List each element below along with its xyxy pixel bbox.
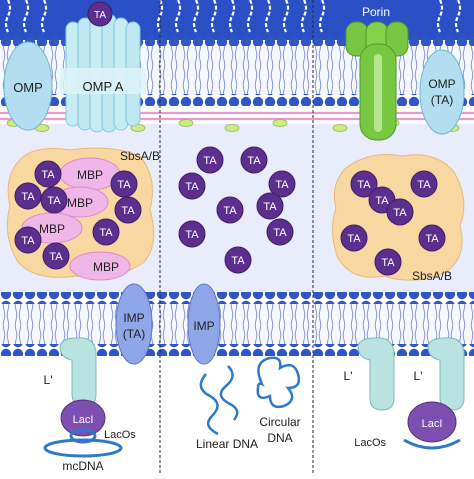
svg-text:TA: TA [231, 255, 245, 267]
lacos-right-label: LacOs [354, 437, 386, 449]
svg-text:TA: TA [41, 169, 55, 181]
ta-particle: TA [240, 146, 268, 174]
ta-particle: TA [410, 170, 438, 198]
svg-text:TA: TA [273, 227, 287, 239]
svg-text:IMP: IMP [193, 319, 214, 333]
svg-text:Circular: Circular [259, 415, 300, 429]
svg-text:TA: TA [47, 195, 61, 207]
ta-middle-panel: TA TA TA TA TA TA TA TA TA [178, 146, 296, 274]
omp-a-label: OMP A [83, 79, 124, 94]
sbsab-left-label: SbsA/B [120, 149, 160, 163]
omp-left: OMP [3, 41, 53, 131]
linear-dna: Linear DNA [196, 365, 258, 451]
ta-particle: TA [386, 198, 414, 226]
svg-text:TA: TA [381, 257, 395, 269]
svg-text:TA: TA [393, 207, 407, 219]
omp-ta-right: OMP (TA) [419, 49, 465, 135]
svg-text:LacOs: LacOs [104, 429, 136, 441]
ta-particle: TA [216, 196, 244, 224]
svg-text:IMP: IMP [123, 311, 144, 325]
svg-text:TA: TA [347, 233, 361, 245]
mbp-label-4: MBP [93, 260, 119, 274]
mcdna: mcDNA [43, 438, 123, 473]
ta-particle: TA [114, 196, 142, 224]
svg-text:TA: TA [203, 155, 217, 167]
ta-particle: TA [40, 186, 68, 214]
ta-left-panel: TA TA TA TA TA TA TA TA [14, 160, 142, 270]
omp-a-barrel: OMP A [60, 13, 146, 133]
svg-text:TA: TA [263, 201, 277, 213]
mbp-label-3: MBP [39, 222, 65, 236]
ta-particle: TA [42, 242, 70, 270]
ta-particle: TA [178, 220, 206, 248]
svg-text:TA: TA [375, 195, 389, 207]
svg-text:(TA): (TA) [431, 93, 453, 107]
svg-text:TA: TA [121, 205, 135, 217]
svg-text:TA: TA [185, 229, 199, 241]
ta-particle: TA [34, 160, 62, 188]
ta-particle: TA [14, 182, 42, 210]
svg-text:L': L' [344, 369, 353, 383]
svg-text:L': L' [414, 369, 423, 383]
porin-label: Porin [362, 5, 390, 19]
svg-text:TA: TA [99, 227, 113, 239]
svg-text:Linear DNA: Linear DNA [196, 437, 258, 451]
ta-particle: TA [196, 146, 224, 174]
imp: IMP [187, 283, 221, 365]
svg-text:TA: TA [21, 235, 35, 247]
ta-particle: TA [256, 192, 284, 220]
svg-text:LacI: LacI [73, 414, 94, 426]
ta-top-omp-a: TA [87, 1, 113, 27]
svg-text:TA: TA [247, 155, 261, 167]
ta-particle: TA [110, 170, 138, 198]
inner-membrane [0, 292, 474, 356]
ta-particle: TA [14, 226, 42, 254]
mbp-label-2: MBP [67, 196, 93, 210]
sbsab-right-label: SbsA/B [412, 269, 452, 283]
svg-text:TA: TA [223, 205, 237, 217]
svg-text:TA: TA [275, 179, 289, 191]
svg-text:TA: TA [117, 179, 131, 191]
ta-particle: TA [340, 224, 368, 252]
lacos-left: LacOs [69, 428, 136, 444]
circular-dna: Circular DNA [256, 356, 301, 445]
svg-text:TA: TA [94, 10, 106, 21]
svg-text:mcDNA: mcDNA [62, 459, 103, 473]
ta-particle: TA [178, 172, 206, 200]
svg-text:TA: TA [425, 233, 439, 245]
svg-text:LacI: LacI [422, 418, 443, 430]
ta-particle: TA [224, 246, 252, 274]
svg-text:TA: TA [49, 251, 63, 263]
ta-particle: TA [374, 248, 402, 276]
imp-ta: IMP (TA) [115, 283, 153, 365]
porin: Porin [345, 5, 409, 141]
svg-text:TA: TA [185, 181, 199, 193]
laci-left: LacI [60, 399, 106, 437]
svg-text:TA: TA [357, 179, 371, 191]
ta-right-panel: TA TA TA TA TA TA TA [340, 170, 446, 276]
svg-text:OMP: OMP [428, 77, 455, 91]
omp-label: OMP [13, 80, 43, 95]
svg-text:TA: TA [21, 191, 35, 203]
svg-text:L': L' [44, 373, 53, 387]
ta-particle: TA [268, 170, 296, 198]
mbp-label-1: MBP [77, 168, 103, 182]
svg-text:TA: TA [417, 179, 431, 191]
ta-particle: TA [92, 218, 120, 246]
ta-particle: TA [266, 218, 294, 246]
laci-right: LacI [403, 401, 461, 450]
svg-text:(TA): (TA) [123, 327, 145, 341]
svg-text:DNA: DNA [267, 431, 292, 445]
ta-particle: TA [418, 224, 446, 252]
l-prime-right-1: L' [344, 337, 395, 411]
ta-particle: TA [350, 170, 378, 198]
